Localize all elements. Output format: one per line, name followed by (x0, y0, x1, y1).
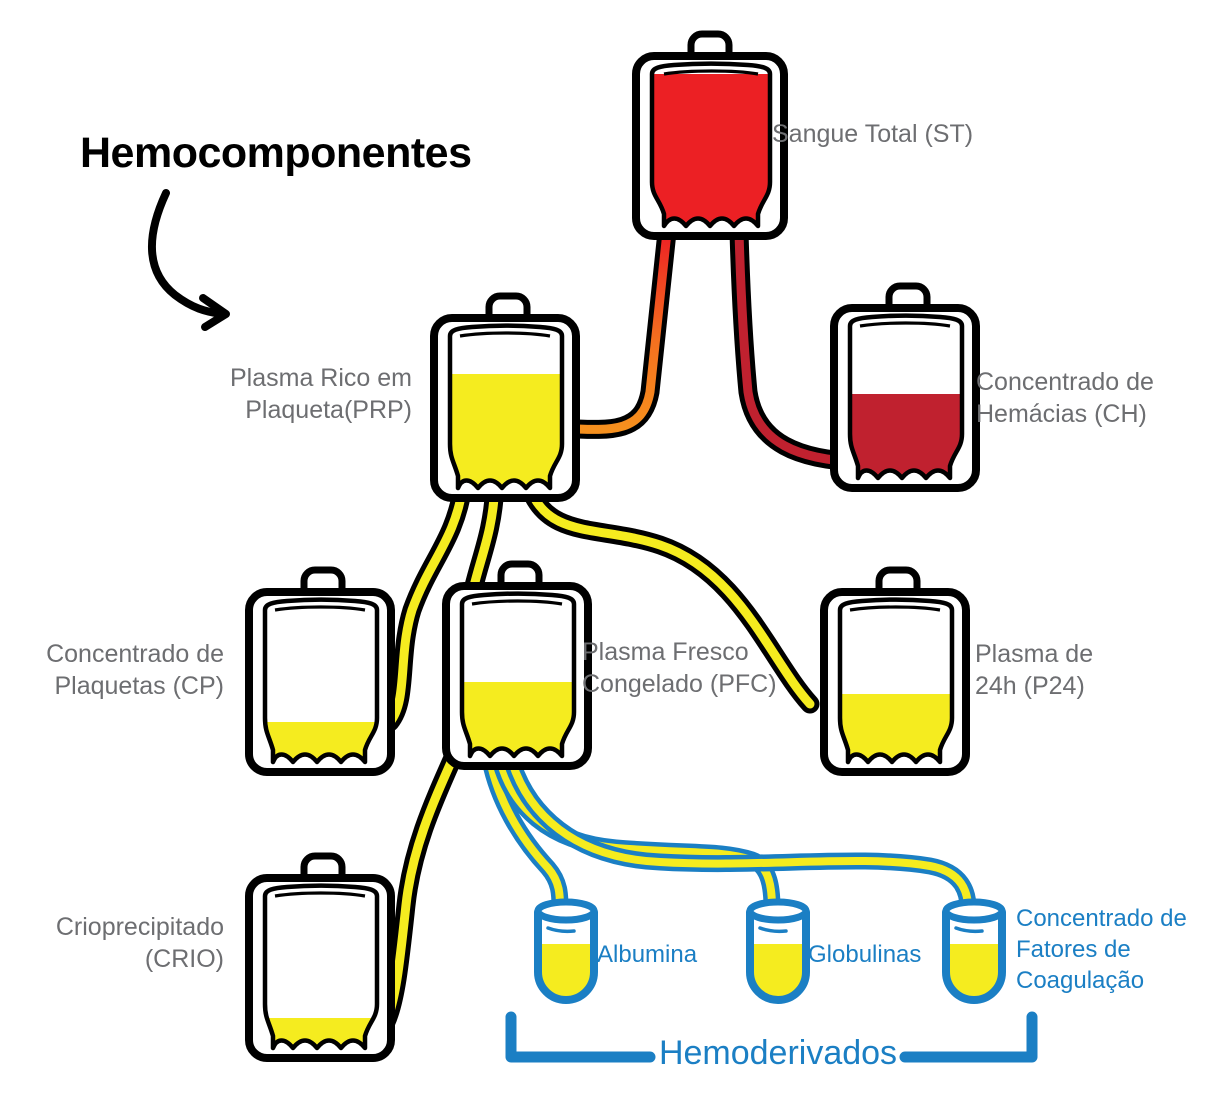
tube-pfc-to-coagulacao (503, 753, 977, 917)
bag-plasma-rico-plaquetas[interactable] (430, 292, 580, 502)
tube-prp-to-p24 (519, 476, 820, 714)
tube-st-to-prp (546, 222, 677, 439)
fill-concentrado-hemacias (850, 394, 962, 478)
fill-sangue-total (652, 74, 770, 226)
fill-plasma-fresco-congelado (462, 682, 574, 756)
bag-plasma-fresco-congelado[interactable] (442, 560, 592, 770)
label-globulinas: Globulinas (808, 941, 922, 968)
label-plasma-24h: Plasma de 24h (P24) (975, 640, 1094, 700)
label-concentrado-plaquetas: Concentrado de Plaquetas (CP) (46, 640, 224, 700)
tube-pfc-to-globulinas (491, 751, 781, 917)
label-concentrado-hemacias: Concentrado de Hemácias (CH) (976, 368, 1154, 428)
bag-crioprecipitado[interactable] (245, 852, 395, 1062)
label-sangue-total: Sangue Total (ST) (772, 120, 974, 148)
label-plasma-rico-plaquetas: Plasma Rico em Plaqueta(PRP) (230, 364, 412, 424)
tube-st-to-ch (729, 222, 870, 472)
bag-concentrado-plaquetas[interactable] (245, 566, 395, 776)
label-crioprecipitado: Crioprecipitado (CRIO) (55, 913, 224, 973)
fill-plasma-24h (840, 694, 952, 762)
label-coagulacao: Concentrado de Fatores de Coagulação (1016, 905, 1187, 995)
tube-vial-albumina[interactable] (532, 898, 602, 1006)
label-plasma-fresco-congelado: Plasma Fresco Congelado (PFC) (582, 638, 777, 698)
fill-plasma-rico-plaquetas (450, 374, 562, 488)
label-albumina: Albumina (597, 941, 698, 968)
hemoderivados-bracket (505, 1011, 1038, 1063)
bag-concentrado-hemacias[interactable] (830, 282, 980, 492)
title-arrow-icon (147, 189, 230, 331)
page-title: Hemocomponentes (80, 129, 472, 177)
bag-sangue-total[interactable] (632, 30, 788, 240)
tube-pfc-to-albumina (481, 751, 569, 917)
tube-vial-coagulacao[interactable] (940, 898, 1010, 1006)
tube-prp-to-cp (380, 476, 473, 732)
tube-vial-globulinas[interactable] (744, 898, 814, 1006)
tube-pfc-to-crio (376, 750, 462, 1032)
bracket-label: Hemoderivados (658, 1034, 898, 1072)
bag-plasma-24h[interactable] (820, 566, 970, 776)
